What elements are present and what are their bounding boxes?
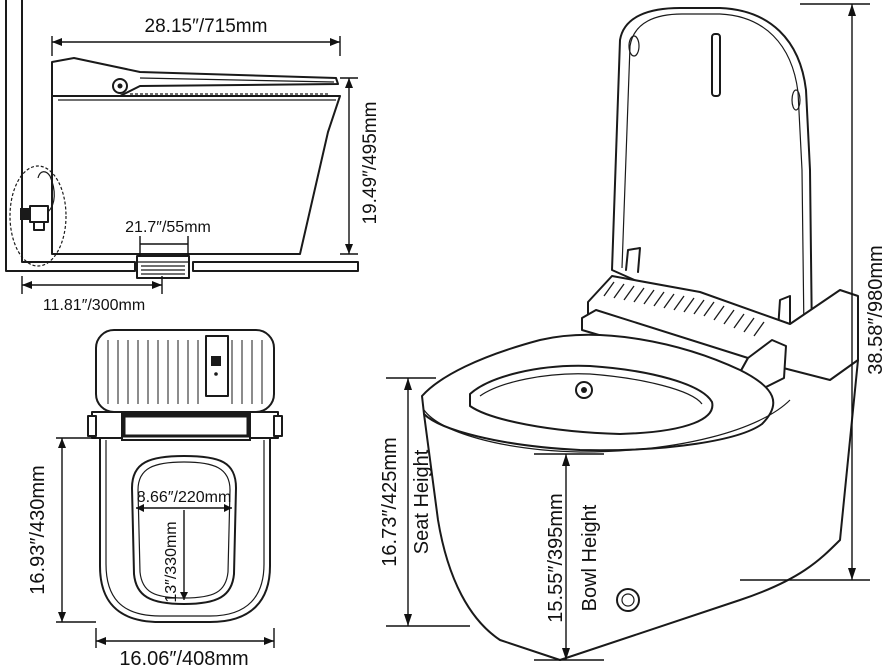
side-rough-in-label: 11.81″/300mm bbox=[43, 297, 145, 314]
water-inlet-callout bbox=[9, 165, 67, 267]
top-seat-depth-label: 16.93″/430mm bbox=[27, 465, 49, 594]
perspective-view: 38.58″/980mm 16.73″/425mm Seat Height 15… bbox=[379, 3, 887, 661]
top-opening-width-label: 8.66″/220mm bbox=[137, 489, 232, 506]
wall-floor-outline bbox=[5, 0, 136, 272]
outlet-flange bbox=[136, 255, 190, 279]
side-control-knob-icon bbox=[112, 78, 128, 94]
top-back-ribs bbox=[107, 340, 263, 404]
perspective-bowl-body bbox=[423, 359, 859, 661]
seat-height-value-label: 16.73″/425mm bbox=[379, 437, 401, 566]
lid-slot bbox=[711, 33, 721, 97]
perspective-back-vents bbox=[603, 281, 765, 337]
bowl-height-caption: Bowl Height bbox=[579, 504, 601, 611]
top-width-label: 16.06″/408mm bbox=[119, 648, 248, 670]
water-valve-icon bbox=[20, 171, 55, 231]
total-height-label: 38.58″/980mm bbox=[865, 245, 887, 374]
side-length-label: 28.15″/715mm bbox=[145, 16, 268, 37]
top-seat-opening bbox=[131, 455, 237, 605]
side-seat-lid bbox=[51, 57, 339, 97]
top-seat-outline bbox=[99, 437, 271, 623]
side-height-label: 19.49″/495mm bbox=[360, 102, 381, 225]
top-view: 8.66″/220mm 13″/330mm 16.93″/430mm 16.06… bbox=[27, 329, 283, 670]
floor-slab-right bbox=[192, 261, 359, 272]
side-view: 28.15″/715mm 19.49″/495mm 21.7″/55mm 11.… bbox=[5, 0, 381, 314]
top-back-unit bbox=[95, 329, 275, 413]
bowl-height-value-label: 15.55″/395mm bbox=[545, 493, 567, 622]
side-control-dot-icon bbox=[117, 83, 123, 89]
top-opening-depth-label: 13″/330mm bbox=[163, 521, 180, 602]
side-outlet-label: 21.7″/55mm bbox=[125, 219, 211, 236]
top-indicator-icon bbox=[211, 356, 221, 366]
perspective-lid bbox=[611, 7, 813, 343]
top-indicator-dot-icon bbox=[214, 372, 218, 376]
seat-height-caption: Seat Height bbox=[411, 449, 433, 554]
perspective-side-button-icon bbox=[616, 588, 640, 612]
